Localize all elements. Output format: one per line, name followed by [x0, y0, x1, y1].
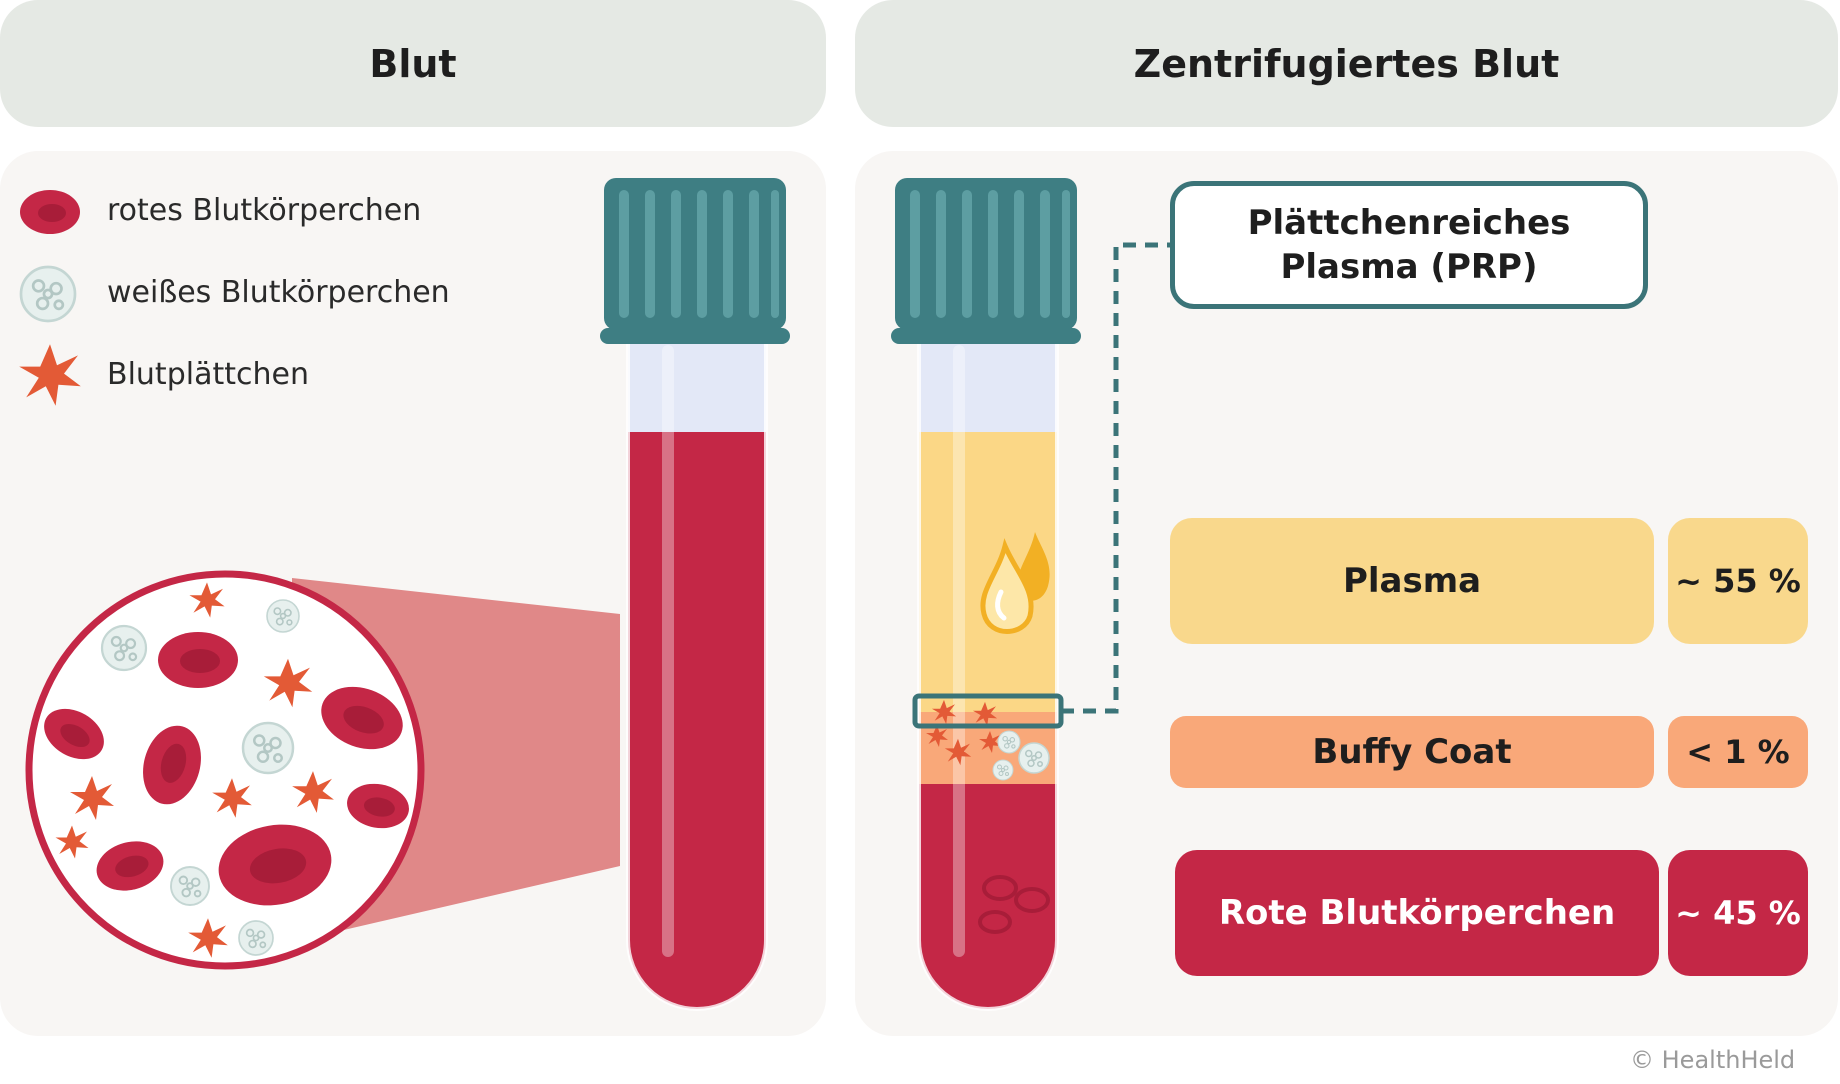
magnified-blood-circle — [25, 570, 425, 970]
layer-rbc-name: Rote Blutkörperchen — [1218, 893, 1616, 933]
layer-buffy-label: Buffy Coat — [1170, 716, 1654, 788]
legend-white-cell-icon — [19, 265, 77, 323]
legend-red-cell-icon — [20, 190, 80, 234]
header-centrifuged: Zentrifugiertes Blut — [855, 0, 1838, 127]
prp-title-line2: Plasma (PRP) — [1280, 247, 1538, 287]
tube-cap-icon — [891, 178, 1081, 344]
layer-buffy-name: Buffy Coat — [1312, 732, 1512, 772]
prp-connector-line — [1061, 242, 1170, 714]
legend-platelet-icon — [19, 344, 81, 406]
prp-title-line1: Plättchenreiches — [1247, 203, 1571, 243]
test-tube-whole-blood — [600, 178, 790, 1011]
layer-plasma-value: ~ 55 % — [1675, 562, 1801, 600]
test-tube-centrifuged — [891, 178, 1081, 1011]
layer-rbc-percent: ~ 45 % — [1668, 850, 1808, 976]
sediment-red-cells — [978, 875, 1050, 934]
legend-red-cell-label: rotes Blutkörperchen — [107, 193, 422, 228]
layer-buffy-value: < 1 % — [1686, 733, 1790, 771]
legend-platelet-label: Blutplättchen — [107, 357, 309, 392]
layer-rbc-value: ~ 45 % — [1675, 894, 1801, 932]
panel-title-centrifuged: Zentrifugiertes Blut — [1133, 41, 1560, 86]
layer-plasma-percent: ~ 55 % — [1668, 518, 1808, 644]
panel-title-blood: Blut — [369, 41, 457, 86]
tube-cap-icon — [600, 178, 790, 344]
layer-rbc-label: Rote Blutkörperchen — [1175, 850, 1659, 976]
layer-plasma-label: Plasma — [1170, 518, 1654, 644]
prp-label-box: Plättchenreiches Plasma (PRP) — [1170, 181, 1648, 309]
legend-white-cell-label: weißes Blutkörperchen — [107, 275, 450, 310]
layer-plasma-name: Plasma — [1342, 561, 1482, 601]
header-blood: Blut — [0, 0, 826, 127]
layer-buffy-percent: < 1 % — [1668, 716, 1808, 788]
plasma-drop-icon — [980, 532, 1050, 634]
copyright-notice: © HealthHeld — [1630, 1046, 1796, 1074]
